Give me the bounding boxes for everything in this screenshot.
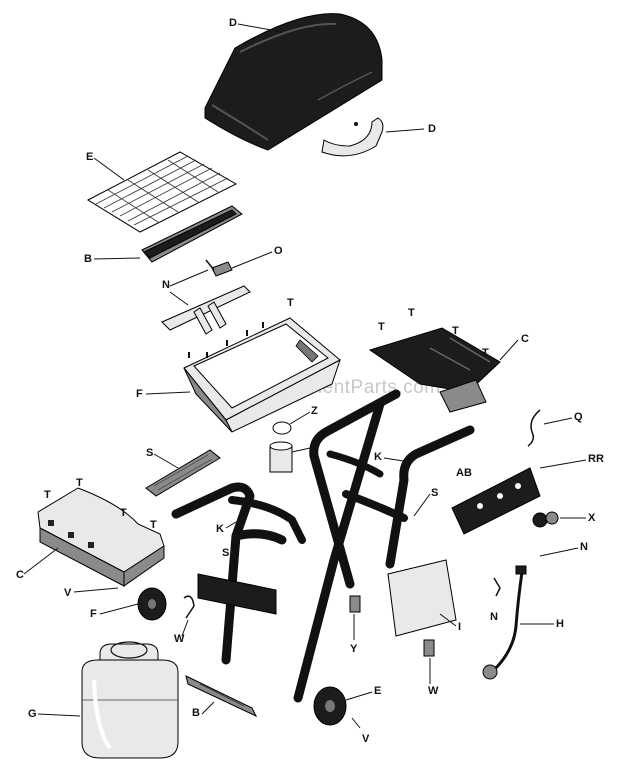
callout-ignitor-wire: Q <box>574 411 583 423</box>
svg-text:T: T <box>44 489 51 501</box>
callout-bottom-rail: B <box>192 707 200 719</box>
svg-text:T: T <box>452 325 459 337</box>
propane-tank-part <box>81 641 179 759</box>
igniter-part <box>205 259 233 277</box>
callout-cross-brace: S <box>222 547 229 559</box>
svg-text:T: T <box>482 347 489 359</box>
callout-tank: G <box>28 708 37 720</box>
leader-warming-rack <box>93 257 141 260</box>
leg-cap-2-part <box>423 639 435 657</box>
callout-valve: RR <box>588 453 604 465</box>
callout-cooking-grate: E <box>86 151 93 163</box>
leader-lid <box>237 23 283 33</box>
heat-shield-part <box>145 449 221 497</box>
svg-text:T: T <box>76 477 83 489</box>
leader-burner-a <box>169 291 189 306</box>
leader-handle <box>385 128 425 133</box>
callout-firebox-screws: T <box>287 297 294 309</box>
leader-grease-cup <box>291 447 311 453</box>
callout-wheel-right: E <box>374 685 381 697</box>
callout-lid: D <box>229 17 237 29</box>
knob-part <box>532 511 559 528</box>
wheel-right-part <box>313 686 347 726</box>
shelf-screw-marks: T T T T <box>378 307 489 359</box>
leader-bottom-rail <box>201 701 215 715</box>
tank-retainer-part <box>183 595 195 619</box>
leader-tank-retainer <box>181 619 189 637</box>
leader-ignitor-wire <box>543 417 573 425</box>
callout-hose-clip: N <box>490 611 498 623</box>
warming-rack-part <box>141 205 243 263</box>
lid-handle-part <box>321 117 384 157</box>
leader-shelf-right <box>499 339 519 361</box>
callout-front-brace: K <box>216 523 224 535</box>
cart-frame-right-part <box>342 425 475 569</box>
leg-cap-part <box>349 595 361 613</box>
callout-axle-bolt: V <box>64 587 72 599</box>
svg-text:T: T <box>378 321 385 333</box>
callout-handle: D <box>428 123 436 135</box>
firebox-part <box>183 317 341 433</box>
callout-igniter: O <box>274 245 283 257</box>
leader-igniter <box>231 251 273 269</box>
bottom-rail-part <box>185 675 258 718</box>
leader-burner-b <box>169 269 209 287</box>
lid-part <box>204 13 383 151</box>
callout-axle-nut: V <box>362 733 370 745</box>
cart-frame-center-part <box>293 389 401 703</box>
callout-regulator-hose: H <box>556 618 564 630</box>
callout-burner-tube: N <box>162 279 170 291</box>
side-shelf-left-part <box>37 487 165 587</box>
leader-axle-nut <box>351 717 361 729</box>
callout-firebox: F <box>136 388 143 400</box>
leader-cooking-grate <box>93 157 125 181</box>
leader-control-panel <box>413 493 431 517</box>
callout-heat-shield: S <box>146 447 153 459</box>
callout-hardware-bag: N <box>580 541 588 553</box>
callout-knob: X <box>588 512 596 524</box>
cooking-grate-part <box>86 151 238 233</box>
leader-shelf-left <box>23 547 59 575</box>
callout-side-shelf-left: C <box>16 569 24 581</box>
leader-wheel-left <box>99 603 139 615</box>
leader-valve <box>539 459 587 469</box>
ignitor-wire-part <box>527 409 541 447</box>
burner-tube-part <box>161 285 251 335</box>
svg-text:T: T <box>120 507 127 519</box>
callout-side-shelf-right: C <box>521 333 529 345</box>
leader-hardware-bag <box>539 547 579 557</box>
leader-clip <box>289 411 311 425</box>
callout-rear-frame: K <box>374 451 382 463</box>
svg-text:T: T <box>150 519 157 531</box>
callout-warming-rack: B <box>84 253 92 265</box>
left-shelf-screw-marks: T T T T <box>44 477 157 531</box>
callout-tank-plate: I <box>458 621 461 633</box>
callout-leg-cap-2: W <box>428 685 439 697</box>
cart-frame-left-part <box>171 482 306 665</box>
leader-wheel-right <box>345 691 373 701</box>
leader-tank-plate <box>439 613 457 627</box>
grease-cup-part <box>269 441 293 473</box>
leader-front-brace <box>225 521 237 529</box>
tank-plate-part <box>387 559 457 637</box>
svg-text:T: T <box>408 307 415 319</box>
wheel-left-part <box>137 587 167 621</box>
callout-clip: Z <box>311 405 318 417</box>
callout-control-knob: AB <box>456 467 472 479</box>
side-shelf-right-part <box>368 327 501 413</box>
leader-axle-bolt <box>73 587 119 593</box>
callout-wheel-left: F <box>90 608 97 620</box>
callout-leg-cap: Y <box>350 643 358 655</box>
callout-tank-retainer: W <box>174 633 185 645</box>
hose-clip-part <box>493 577 501 597</box>
leader-heat-shield <box>153 453 179 469</box>
leader-tank <box>37 713 81 717</box>
leader-firebox <box>145 391 191 395</box>
clip-part <box>272 421 292 435</box>
control-panel-part <box>451 467 541 535</box>
callout-control-panel: S <box>431 487 438 499</box>
regulator-hose-part <box>482 565 527 680</box>
